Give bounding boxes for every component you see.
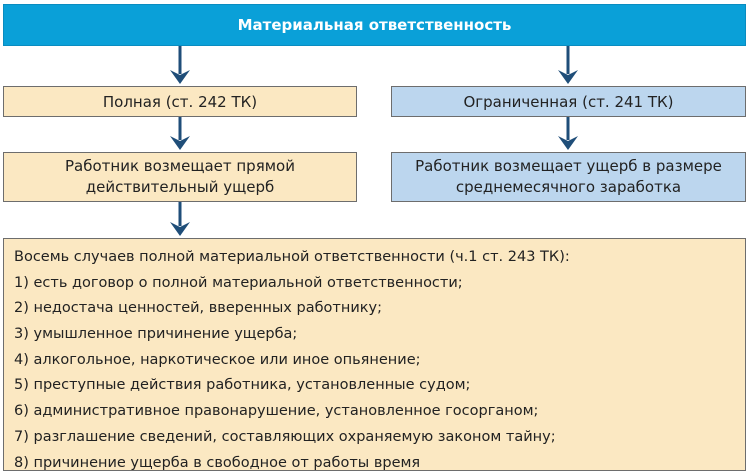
limited-desc-line-1: Работник возмещает ущерб в размере — [415, 156, 722, 177]
full-desc-line-2: действительный ущерб — [65, 177, 295, 198]
limited-liability-description: Работник возмещает ущерб в размере средн… — [391, 152, 746, 202]
cases-heading: Восемь случаев полной материальной ответ… — [14, 245, 735, 271]
limited-desc-line-2: среднемесячного заработка — [415, 177, 722, 198]
case-item-3: 3) умышленное причинение ущерба; — [14, 322, 735, 348]
case-item-7: 7) разглашение сведений, составляющих ох… — [14, 425, 735, 451]
full-liability-box: Полная (ст. 242 ТК) — [3, 86, 357, 117]
full-liability-title: Полная (ст. 242 ТК) — [103, 93, 257, 111]
case-item-4: 4) алкогольное, наркотическое или иное о… — [14, 348, 735, 374]
case-item-8: 8) причинение ущерба в свободное от рабо… — [14, 451, 735, 476]
full-liability-description: Работник возмещает прямой действительный… — [3, 152, 357, 202]
header-box: Материальная ответственность — [3, 4, 746, 46]
case-item-5: 5) преступные действия работника, устано… — [14, 373, 735, 399]
limited-liability-title: Ограниченная (ст. 241 ТК) — [463, 93, 673, 111]
case-item-6: 6) административное правонарушение, уста… — [14, 399, 735, 425]
case-item-1: 1) есть договор о полной материальной от… — [14, 271, 735, 297]
full-desc-line-1: Работник возмещает прямой — [65, 156, 295, 177]
cases-box: Восемь случаев полной материальной ответ… — [3, 238, 746, 471]
case-item-2: 2) недостача ценностей, вверенных работн… — [14, 296, 735, 322]
limited-liability-box: Ограниченная (ст. 241 ТК) — [391, 86, 746, 117]
header-title: Материальная ответственность — [238, 16, 512, 34]
